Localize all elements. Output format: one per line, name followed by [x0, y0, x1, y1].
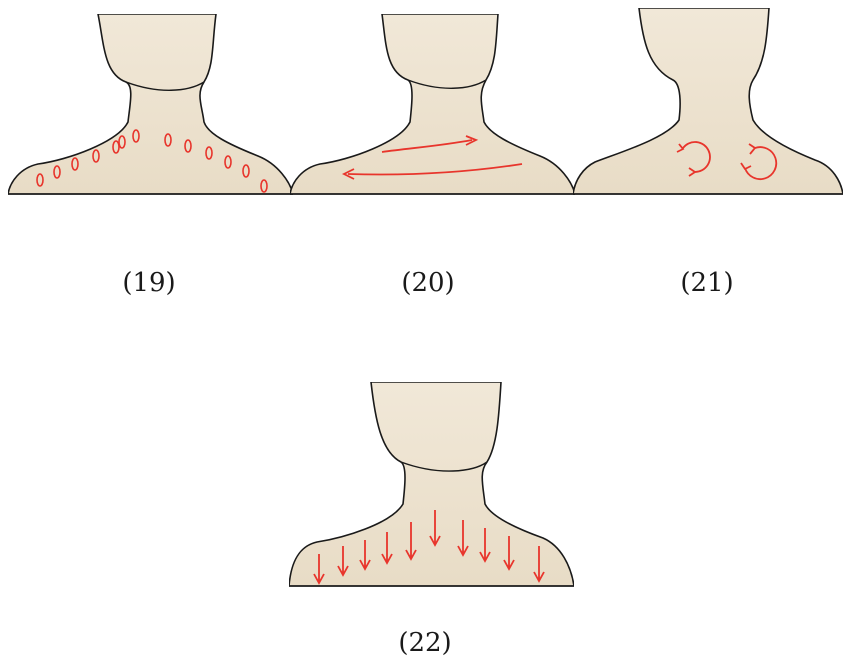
caption-19: (19)	[89, 268, 209, 298]
neck-shoulders-arrows-icon	[290, 14, 575, 196]
caption-21: (21)	[647, 268, 767, 298]
neck-shoulders-dots-icon	[8, 14, 293, 196]
neck-shoulders-circles-icon	[573, 8, 843, 196]
panel-20	[290, 14, 575, 196]
panel-21	[573, 8, 843, 196]
panel-19	[8, 14, 293, 196]
neck-shoulders-down-arrows-icon	[289, 382, 574, 588]
caption-22: (22)	[365, 628, 485, 658]
caption-20: (20)	[368, 268, 488, 298]
panel-22	[289, 382, 574, 588]
